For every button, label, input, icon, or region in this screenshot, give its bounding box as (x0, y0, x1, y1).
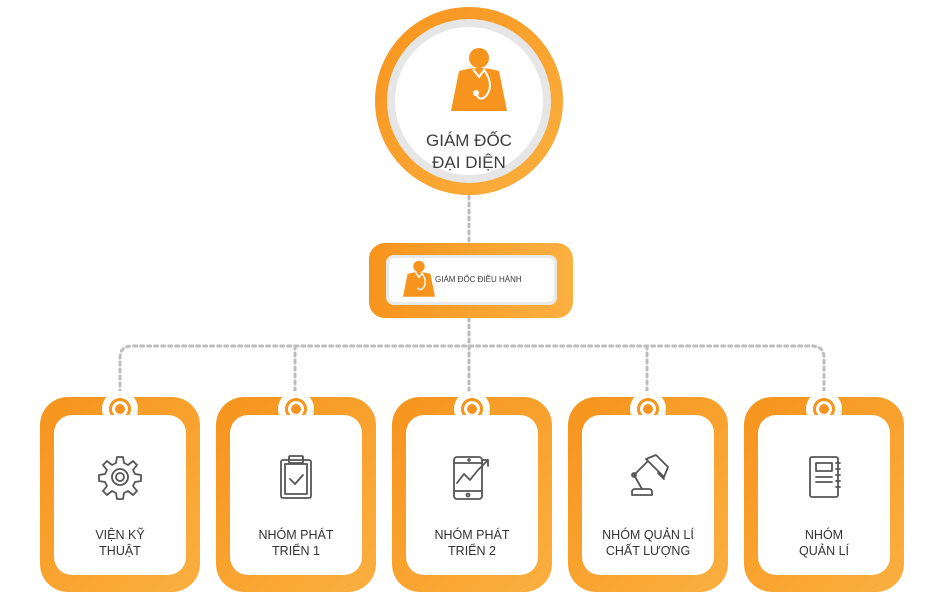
dept-card-label-line2: TRIỂN 2 (448, 544, 496, 558)
dept-card-label-line1: NHÓM (804, 528, 844, 542)
top-node-body: GIÁM ĐỐC ĐẠI DIỆN (395, 27, 543, 175)
middle-node-title: GIÁM ĐỐC ĐIỀU HÀNH (435, 275, 522, 284)
dept-card-1[interactable]: VIỆN KỸ THUẬT (40, 391, 200, 592)
person-icon (403, 260, 435, 297)
dept-card-label-line1: NHÓM PHÁT (258, 528, 334, 542)
top-node-title-line2: ĐẠI DIỆN (432, 153, 506, 172)
dept-card-label: NHÓM QUẢN LÍ CHẤT LƯỢNG (582, 527, 714, 559)
dept-card-5[interactable]: NHÓM QUẢN LÍ (744, 391, 904, 592)
dept-card-label: NHÓM PHÁT TRIỂN 1 (230, 527, 362, 559)
dept-card-label: NHÓM QUẢN LÍ (758, 527, 890, 559)
middle-node[interactable]: GIÁM ĐỐC ĐIỀU HÀNH (369, 243, 573, 318)
top-node-title-line1: GIÁM ĐỐC (426, 131, 512, 150)
top-node[interactable]: GIÁM ĐỐC ĐẠI DIỆN (375, 7, 563, 195)
dept-card-body: NHÓM PHÁT TRIỂN 2 (406, 415, 538, 575)
dept-card-label-line1: NHÓM PHÁT (434, 528, 510, 542)
top-node-title: GIÁM ĐỐC ĐẠI DIỆN (395, 130, 543, 174)
top-node-ring: GIÁM ĐỐC ĐẠI DIỆN (387, 19, 551, 183)
dept-card-label-line2: TRIỂN 1 (272, 544, 320, 558)
dept-card-2[interactable]: NHÓM PHÁT TRIỂN 1 (216, 391, 376, 592)
dept-card-label-line1: VIỆN KỸ (95, 528, 145, 542)
gear-icon (98, 456, 142, 500)
notebook-icon (809, 456, 841, 498)
dept-card-label-line2: QUẢN LÍ (798, 544, 849, 558)
dept-card-body: NHÓM QUẢN LÍ CHẤT LƯỢNG (582, 415, 714, 575)
dept-card-body: NHÓM QUẢN LÍ (758, 415, 890, 575)
dept-card-3[interactable]: NHÓM PHÁT TRIỂN 2 (392, 391, 552, 592)
dept-card-label: VIỆN KỸ THUẬT (54, 527, 186, 559)
connector-bus (118, 344, 826, 395)
dept-card-body: NHÓM PHÁT TRIỂN 1 (230, 415, 362, 575)
dept-card-label-line1: NHÓM QUẢN LÍ (602, 528, 694, 542)
dept-card-body: VIỆN KỸ THUẬT (54, 415, 186, 575)
dept-card-4[interactable]: NHÓM QUẢN LÍ CHẤT LƯỢNG (568, 391, 728, 592)
dept-card-label: NHÓM PHÁT TRIỂN 2 (406, 527, 538, 559)
dept-card-label-line2: THUẬT (99, 544, 141, 558)
clipboard-check-icon (280, 455, 312, 499)
desk-lamp-icon (631, 454, 669, 496)
person-icon (451, 48, 507, 111)
middle-node-body: GIÁM ĐỐC ĐIỀU HÀNH (386, 255, 557, 305)
tablet-chart-icon (453, 456, 489, 500)
dept-card-label-line2: CHẤT LƯỢNG (605, 544, 691, 558)
